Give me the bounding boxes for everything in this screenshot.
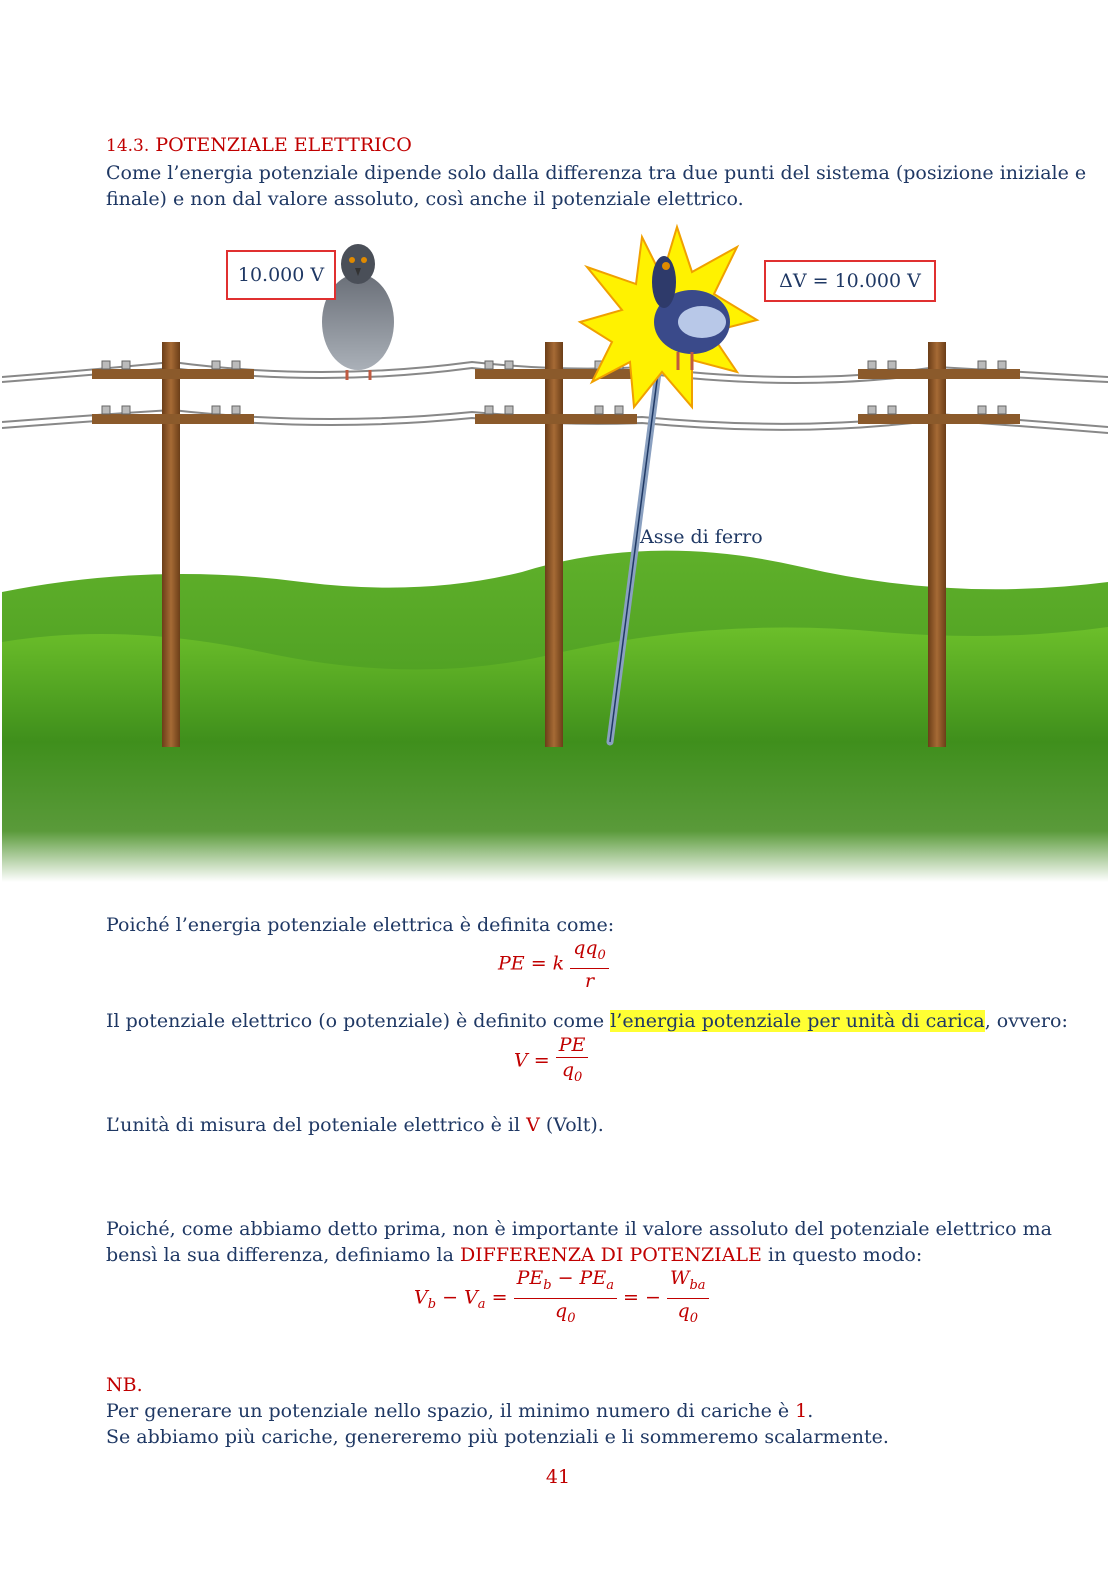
intro-line-2: finale) e non dal valore assoluto, così … [106,188,744,210]
va-sub: a [477,1297,486,1313]
diff-para-line-2: bensì la sua differenza, definiamo la DI… [106,1242,922,1268]
unit-line: L’unità di misura del poteniale elettric… [106,1112,604,1138]
pe-numerator-sub: 0 [597,947,606,963]
power-line-illustration [2,223,1108,882]
page-number: 41 [545,1466,571,1488]
nb-line-1: Per generare un potenziale nello spazio,… [106,1398,813,1424]
pole-middle [475,342,637,747]
den1: q [555,1299,568,1322]
front-hill [2,627,1108,882]
den2-sub: 0 [689,1310,698,1326]
diff-fraction-2: Wba q0 [666,1266,709,1331]
vb-sub: b [427,1297,437,1313]
pole-right [858,342,1020,747]
pigeon-right [652,256,730,370]
section-title: POTENZIALE ELETTRICO [155,134,412,156]
diff-para-line-1: Poiché, come abbiamo detto prima, non è … [106,1218,1053,1240]
diff-para-term: DIFFERENZA DI POTENZIALE [459,1244,762,1266]
potential-def-highlight: l’energia potenziale per unità di carica [610,1010,985,1032]
diff-para-after: in questo modo: [761,1244,923,1266]
section-heading: 14.3. POTENZIALE ELETTRICO [106,134,412,156]
pe-formula-lhs: PE = k [498,952,571,975]
work-sub: ba [689,1277,706,1293]
minus: − [436,1286,465,1309]
pea: PE [579,1267,607,1289]
section-number: 14.3. [106,136,150,156]
diff-para-before: bensì la sua differenza, definiamo la [106,1244,460,1266]
v-numerator: PE [555,1033,589,1058]
iron-bar-label: Asse di ferro [640,526,763,548]
num-minus: − [551,1267,580,1289]
voltage-difference-label: ΔV = 10.000 V [764,260,936,302]
nb-line-1-before: Per generare un potenziale nello spazio,… [106,1400,796,1422]
pe-numerator: qq [573,937,598,959]
voltage-label-left: 10.000 V [226,250,336,300]
nb-min-charges: 1 [795,1400,808,1422]
nb-line-2: Se abbiamo più cariche, genereremo più p… [106,1426,889,1448]
pole-left [92,342,254,747]
v-formula-lhs: V = [514,1049,556,1072]
nb-label: NB. [106,1374,143,1396]
v-denominator-sub: 0 [574,1069,583,1085]
unit-symbol: V [526,1114,540,1136]
den1-sub: 0 [567,1310,576,1326]
pea-sub: a [606,1277,614,1293]
vb: V [414,1286,428,1309]
potential-def-before: Il potenziale elettrico (o potenziale) è… [106,1010,611,1032]
equals-1: = [485,1286,514,1309]
peb-sub: b [543,1277,552,1293]
equals-2: = − [616,1286,667,1309]
pe-intro: Poiché l’energia potenziale elettrica è … [106,914,615,936]
insulators [101,360,1007,415]
va: V [464,1286,478,1309]
potential-definition: Il potenziale elettrico (o potenziale) è… [106,1008,1068,1034]
den2: q [677,1299,690,1322]
nb-line-1-after: . [807,1400,814,1422]
pe-denominator: r [584,969,595,992]
work: W [669,1267,690,1289]
unit-line-after: (Volt). [539,1114,604,1136]
v-denominator: q [561,1059,574,1081]
unit-line-before: L’unità di misura del poteniale elettric… [106,1114,527,1136]
intro-line-1: Come l’energia potenziale dipende solo d… [106,162,1087,184]
potential-def-after: , ovvero: [984,1010,1068,1032]
pigeon-left [322,244,394,380]
peb: PE [516,1267,544,1289]
